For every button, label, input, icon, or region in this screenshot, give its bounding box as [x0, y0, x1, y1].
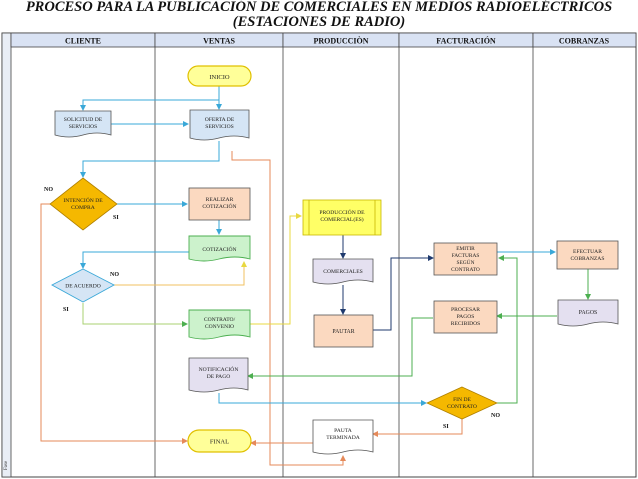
- title-line-2: (ESTACIONES DE RADIO): [232, 14, 406, 30]
- connector-contrato-produccion: [250, 213, 302, 325]
- oferta-document: [189, 109, 250, 141]
- connector-oferta-solicitud: [80, 99, 219, 111]
- comerciales-document: [312, 258, 374, 285]
- de-acuerdo-label: DE ACUERDO: [65, 284, 101, 290]
- procesar-label-2: PAGOS: [457, 314, 475, 320]
- lane-header-cobranzas: [532, 32, 637, 48]
- fin-contrato-si-label: SI: [443, 424, 449, 430]
- procesar-pagos-process: [433, 300, 498, 334]
- contrato-label-2: CONVENIO: [205, 324, 234, 330]
- notificacion-label-1: NOTIFICACIÓN: [199, 365, 239, 373]
- connector-procesar-notificacion: [247, 317, 433, 379]
- cotizacion-document: [188, 235, 251, 262]
- cotizacion-label: COTIZACIÓN: [202, 245, 236, 253]
- lane-title-facturacion: FACTURACIÓN: [436, 36, 496, 46]
- end-node: [187, 429, 252, 453]
- lane-title-produccion: PRODUCCIÒN: [313, 36, 368, 46]
- solicitud-document: [54, 110, 112, 138]
- emitir-label-1: EMITIR: [456, 246, 475, 252]
- emitir-label-3: SEGÚN: [457, 258, 475, 266]
- connector-oferta-intencion: [80, 141, 220, 178]
- pauta-label-2: TERMINADA: [326, 435, 360, 441]
- side-phase-column: [1, 32, 12, 478]
- connector-intencion-no-final: [40, 203, 188, 444]
- pagos-document: [557, 299, 619, 327]
- start-node: [187, 65, 252, 87]
- procesar-label-3: RECIBIDOS: [451, 321, 481, 327]
- produccion-subprocess: [302, 199, 382, 236]
- end-node-label: FINAL: [210, 439, 229, 446]
- emitir-label-4: CONTRATO: [451, 267, 480, 273]
- procesar-label-1: PROCESAR: [451, 307, 480, 313]
- realizar-label-2: COTIZACIÓN: [202, 202, 236, 210]
- connector-deacuerdo-no: [114, 261, 247, 286]
- de-acuerdo-decision: [51, 268, 115, 303]
- efectuar-label-2: COBRANZAS: [571, 256, 605, 262]
- pauta-terminada-document: [312, 419, 374, 455]
- start-node-label: INICIO: [209, 74, 230, 81]
- connector-cotizacion-deacuerdo: [80, 251, 219, 269]
- intencion-si-label: SI: [113, 215, 119, 221]
- fin-contrato-decision: [426, 386, 498, 420]
- connector-deacuerdo-si-contrato: [82, 303, 188, 327]
- solicitud-label-1: SOLICITUD DE: [64, 117, 103, 123]
- intencion-decision: [49, 177, 118, 231]
- intencion-no-label: NO: [44, 187, 53, 193]
- oferta-label-2: SERVICIOS: [205, 124, 233, 130]
- lane-title-cobranzas: COBRANZAS: [559, 37, 610, 46]
- lane-title-ventas: VENTAS: [203, 37, 235, 46]
- contrato-document: [188, 309, 251, 340]
- lane-title-cliente: CLIENTE: [65, 37, 101, 46]
- connector-fin-si-pauta: [372, 418, 463, 437]
- fin-contrato-label-2: CONTRATO: [447, 404, 477, 410]
- notificacion-label-2: DE PAGO: [207, 374, 231, 380]
- fin-contrato-no-label: NO: [491, 413, 500, 419]
- realizar-cotizacion-process: [188, 187, 251, 221]
- notificacion-document: [188, 357, 249, 393]
- produccion-label-2: COMERCIAL(ES): [320, 216, 363, 223]
- connector-pautar-emitir: [373, 255, 434, 331]
- connector-notificacion-fin: [218, 393, 427, 406]
- pautar-label: PAUTAR: [332, 329, 354, 335]
- contrato-label-1: CONTRATO/: [204, 317, 236, 323]
- emitir-label-2: FACTURAS: [452, 253, 480, 259]
- pauta-label-1: PAUTA: [334, 428, 352, 434]
- intencion-label-1: INTENCIÓN DE: [63, 196, 103, 204]
- efectuar-cobranzas-process: [556, 240, 619, 270]
- connector-fin-no: [497, 255, 518, 404]
- intencion-label-2: COMPRA: [71, 205, 95, 211]
- realizar-label-1: REALIZAR: [206, 197, 234, 203]
- pagos-label: PAGOS: [579, 310, 597, 316]
- pautar-process: [313, 314, 374, 348]
- produccion-label-1: PRODUCCIÓN DE: [319, 208, 365, 216]
- efectuar-label-1: EFECTUAR: [573, 249, 602, 255]
- oferta-label-1: OFERTA DE: [205, 117, 235, 123]
- fin-contrato-label-1: FIN DE: [453, 397, 471, 403]
- de-acuerdo-si-label: SI: [63, 307, 69, 313]
- title-block: PROCESO PARA LA PUBLICACIÓN DE COMERCIAL…: [0, 0, 638, 32]
- connector-oferta-pauta: [231, 151, 346, 466]
- solicitud-label-2: SERVICIOS: [69, 124, 97, 130]
- de-acuerdo-no-label: NO: [110, 272, 119, 278]
- comerciales-label: COMERCIALES: [323, 269, 362, 275]
- title-line-1: PROCESO PARA LA PUBLICACIÓN DE COMERCIAL…: [25, 0, 613, 15]
- emitir-facturas-process: [433, 242, 498, 276]
- side-phase-label: Fase: [4, 460, 9, 470]
